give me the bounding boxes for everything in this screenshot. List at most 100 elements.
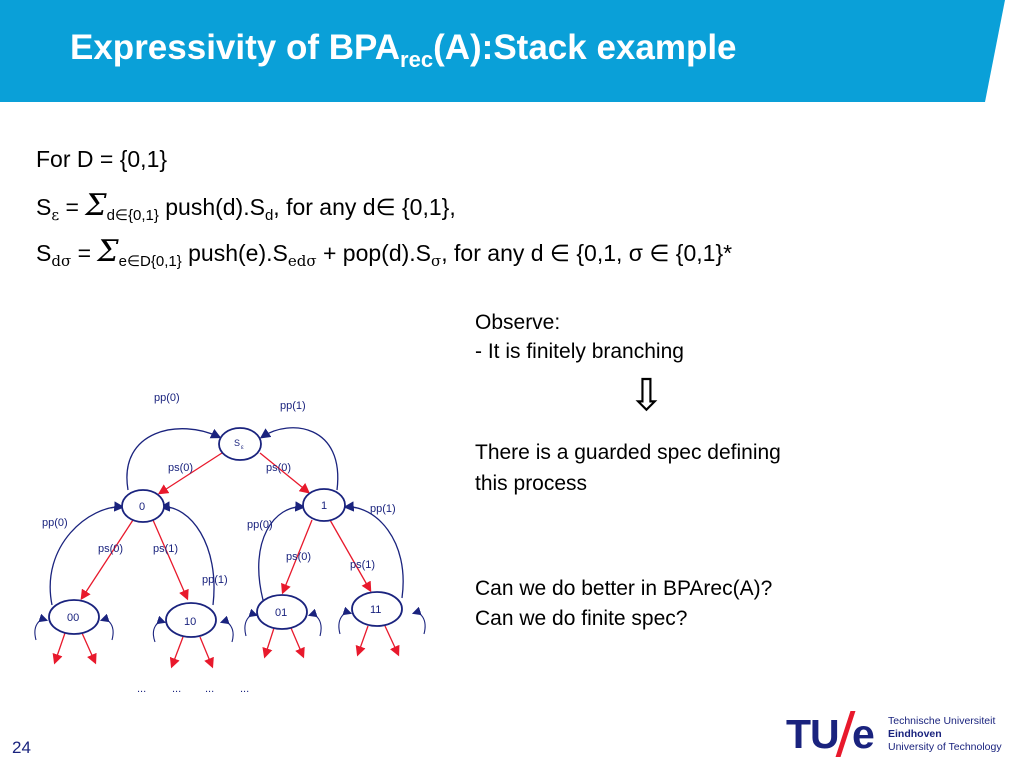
edge-root-to-0 <box>157 452 223 495</box>
page-number: 24 <box>12 738 31 757</box>
edge-01-out-right <box>290 627 305 659</box>
definition-line-3: Sdσ = Σe∈D{0,1} push(e).Sedσ + pop(d).Sσ… <box>36 234 732 270</box>
label-root-ps0-left: ps(0) <box>168 462 193 474</box>
curl-10-left <box>152 615 167 643</box>
ellipsis-4: ... <box>240 683 249 695</box>
node-10-label: 10 <box>184 616 196 628</box>
pop-term: + pop(d).S <box>316 240 432 266</box>
edge-1-pop-to-root <box>259 427 339 491</box>
edge-00-out-right <box>81 632 97 665</box>
label-root-ps0-right: ps(0) <box>266 462 291 474</box>
edge-11-pop-to-1 <box>343 501 404 599</box>
ellipsis-2: ... <box>172 683 181 695</box>
pop-subscript: σ <box>431 252 442 270</box>
logo-mark-tu: TU <box>786 711 840 757</box>
edge-00-out-left <box>52 632 66 665</box>
sum-subscript: d∈{0,1} <box>106 207 159 224</box>
edge-11-out-left <box>355 625 369 657</box>
edge-0-pop-to-root <box>126 428 222 491</box>
edge-10-out-left <box>169 636 184 669</box>
label-0-ps0: ps(0) <box>98 543 123 555</box>
push-term: push(d).S <box>158 194 265 220</box>
conclusion-line-1: There is a guarded spec defining <box>475 441 781 464</box>
edge-0-to-00 <box>80 519 134 601</box>
sum-subscript: e∈D{0,1} <box>118 253 182 270</box>
edge-01-pop-to-1 <box>258 501 306 601</box>
node-root-label: S <box>234 438 240 448</box>
edge-11-out-right <box>384 625 400 657</box>
logo-mark-e: e <box>852 711 875 757</box>
label-0-pp0: pp(0) <box>42 517 68 529</box>
line-tail: , for any d ∈ {0,1, σ ∈ {0,1}* <box>441 240 733 266</box>
banner-shape <box>0 0 1005 102</box>
logo-line-1: Technische Universiteit <box>888 715 996 727</box>
curl-01-right <box>307 608 322 637</box>
stack-transition-diagram: S ε 0 1 00 10 01 11 pp(0) pp(1) ps(0) ps… <box>34 392 426 695</box>
definition-line-2: Sε = Σd∈{0,1} push(d).Sd, for any d∈ {0,… <box>36 188 456 224</box>
edge-00-pop-to-0 <box>49 501 125 606</box>
node-0-label: 0 <box>139 501 145 513</box>
sigma-symbol: Σ <box>97 234 119 269</box>
label-1-pp0: pp(0) <box>247 519 273 531</box>
node-1-label: 1 <box>321 500 327 512</box>
edge-01-out-left <box>262 627 275 659</box>
question-line-1: Can we do better in BPArec(A)? <box>475 577 773 600</box>
ellipsis-1: ... <box>137 683 146 695</box>
label-root-pp1: pp(1) <box>280 400 306 412</box>
node-root: S ε <box>218 427 262 461</box>
s-subscript: ε <box>51 206 60 224</box>
logo-line-3: University of Technology <box>888 741 1002 753</box>
label-1-pp1: pp(1) <box>370 503 396 515</box>
title-banner: Expressivity of BPArec(A):Stack example <box>0 0 1024 102</box>
slide-title: Expressivity of BPArec(A):Stack example <box>70 28 737 73</box>
down-arrow-icon: ⇩ <box>628 370 665 421</box>
s-subscript: dσ <box>51 252 72 270</box>
curl-00-left <box>34 613 49 641</box>
ellipsis-3: ... <box>205 683 214 695</box>
push-term: push(e).S <box>181 240 288 266</box>
conclusion-line-2: this process <box>475 472 588 495</box>
title-main: Expressivity of BPA <box>70 28 401 67</box>
node-1: 1 <box>302 488 346 522</box>
label-1-ps1: ps(1) <box>350 559 375 571</box>
title-rest: (A):Stack example <box>433 28 737 67</box>
s-symbol: S <box>36 240 52 266</box>
node-11-label: 11 <box>370 604 381 616</box>
s-symbol: S <box>36 194 52 220</box>
node-01-label: 01 <box>275 607 287 619</box>
push-subscript: d <box>264 207 274 224</box>
title-subscript: rec <box>400 47 434 72</box>
domain-definition: For D = {0,1} <box>36 146 168 172</box>
node-0: 0 <box>121 489 165 523</box>
node-10: 10 <box>165 602 217 638</box>
push-subscript: edσ <box>287 252 317 270</box>
observe-point: - It is finitely branching <box>475 340 684 363</box>
label-0-pp1: pp(1) <box>202 574 228 586</box>
edge-10-out-right <box>199 636 214 669</box>
curl-00-right <box>99 613 114 641</box>
edge-1-to-11 <box>329 519 372 593</box>
node-00: 00 <box>48 599 100 635</box>
question-line-2: Can we do finite spec? <box>475 607 688 630</box>
edge-10-pop-to-0 <box>159 501 215 606</box>
label-1-ps0: ps(0) <box>286 551 311 563</box>
logo-line-2: Eindhoven <box>888 728 942 740</box>
definition-line-1: For D = {0,1} <box>36 146 167 173</box>
edge-1-to-01 <box>281 519 313 595</box>
line-tail: , for any d∈ {0,1}, <box>273 194 456 220</box>
curl-01-left <box>244 608 259 637</box>
node-11: 11 <box>351 591 403 627</box>
node-01: 01 <box>256 594 308 630</box>
equals: = <box>71 240 98 266</box>
curl-10-right <box>219 615 234 643</box>
equals: = <box>59 194 86 220</box>
label-root-pp0: pp(0) <box>154 392 180 404</box>
edge-0-to-10 <box>152 519 189 601</box>
observe-heading: Observe: <box>475 311 561 334</box>
tue-logo: TU e Technische Universiteit Eindhoven U… <box>786 711 1016 757</box>
node-root-sub: ε <box>241 445 244 451</box>
node-00-label: 00 <box>67 612 79 624</box>
curl-11-right <box>411 606 426 635</box>
logo-text: Technische Universiteit Eindhoven Univer… <box>888 715 1002 754</box>
curl-11-left <box>338 606 353 635</box>
